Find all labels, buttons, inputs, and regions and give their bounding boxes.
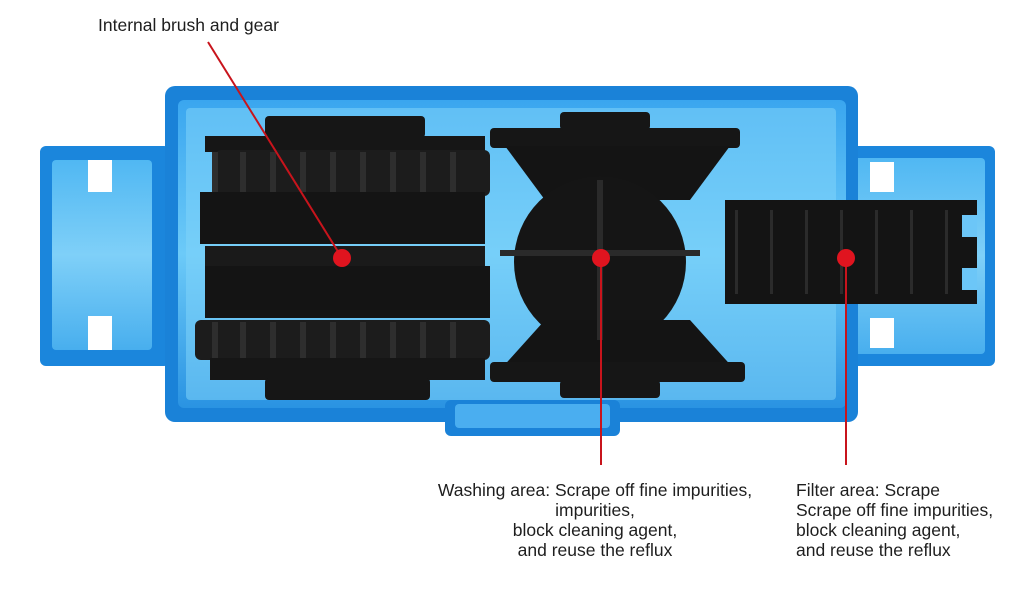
- brush-gear-assembly: [195, 116, 490, 400]
- left-tab-slot-top: [88, 160, 112, 192]
- marker-filter: [837, 249, 855, 267]
- washing-gear: [490, 112, 745, 398]
- marker-washing: [592, 249, 610, 267]
- leader-brush: [207, 41, 343, 259]
- label-filter-line: block cleaning agent,: [796, 520, 961, 540]
- label-internal-brush: Internal brush and gear: [98, 15, 279, 35]
- leader-lines: [207, 41, 847, 465]
- label-filter-line: Scrape off fine impurities,: [796, 500, 994, 520]
- markers: [333, 249, 855, 267]
- label-filter-line: and reuse the reflux: [796, 540, 951, 560]
- right-tab-slot-top: [870, 162, 894, 192]
- label-brush-text: Internal brush and gear: [98, 15, 279, 35]
- left-tab-slot-bottom: [88, 316, 112, 350]
- label-washing-area: Washing area: Scrape off fine impurities…: [420, 480, 770, 560]
- right-tab-slot-bottom: [870, 318, 894, 348]
- label-washing-line: Washing area: Scrape off fine impurities…: [437, 480, 753, 500]
- label-washing-line: block cleaning agent,: [512, 520, 678, 540]
- marker-brush: [333, 249, 351, 267]
- label-washing-line: impurities,: [555, 500, 635, 520]
- label-filter-line: Filter area: Scrape: [796, 480, 940, 500]
- label-filter-area: Filter area: Scrape Scrape off fine impu…: [796, 480, 993, 560]
- label-washing-line: and reuse the reflux: [517, 540, 673, 560]
